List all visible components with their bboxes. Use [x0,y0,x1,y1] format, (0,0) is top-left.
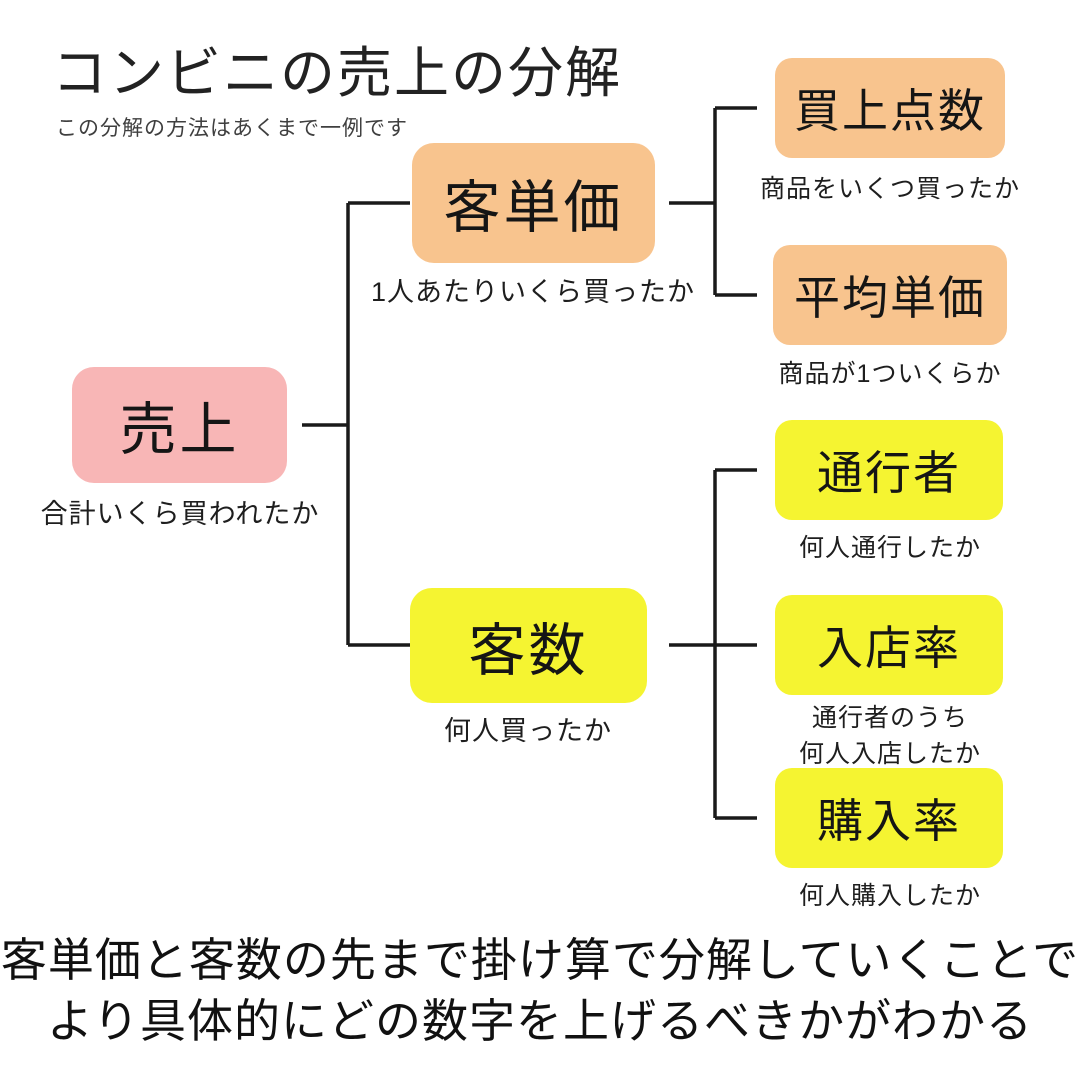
node-average-unit-price: 平均単価 [773,245,1007,345]
page-subtitle: この分解の方法はあくまで一例です [56,117,408,140]
node-passersby-caption: 何人通行したか [798,534,981,562]
node-items-purchased-label: 買上点数 [794,85,986,137]
node-passersby-label: 通行者 [817,447,961,499]
node-sales-label: 売上 [119,398,240,462]
node-passersby: 通行者 [775,420,1003,520]
node-purchase-rate-caption: 何人購入したか [798,882,981,910]
footer-explanation: 客単価と客数の先まで掛け算で分解していくことで より具体的にどの数字を上げるべき… [0,930,1080,1052]
node-entry-rate-caption-line1: 通行者のうち [811,704,968,732]
node-purchase-rate-label: 購入率 [817,795,961,847]
node-sales: 売上 [72,367,287,483]
footer-line1: 客単価と客数の先まで掛け算で分解していくことで [0,934,1080,986]
node-entry-rate-caption-line2: 何人入店したか [798,740,981,768]
node-entry-rate-caption: 通行者のうち 何人入店したか [710,700,1070,772]
node-items-purchased-caption: 商品をいくつ買ったか [759,175,1020,203]
node-per-customer-spend-caption: 1人あたりいくら買ったか [370,277,695,307]
node-customer-count-caption: 何人買ったか [444,716,612,746]
node-entry-rate: 入店率 [775,595,1003,695]
node-average-unit-price-caption: 商品が1ついくらか [778,360,1002,388]
node-purchase-rate: 購入率 [775,768,1003,868]
node-customer-count-label: 客数 [468,618,589,683]
node-per-customer-spend-label: 客単価 [443,176,624,240]
footer-line2: より具体的にどの数字を上げるべきかがわかる [46,995,1034,1047]
node-items-purchased: 買上点数 [775,58,1005,158]
node-average-unit-price-label: 平均単価 [794,272,986,324]
node-customer-count: 客数 [410,588,647,703]
node-per-customer-spend: 客単価 [412,143,655,263]
connector-sales-branch [302,201,410,647]
node-entry-rate-label: 入店率 [817,622,961,674]
page-title: コンビニの売上の分解 [52,42,623,104]
node-sales-caption: 合計いくら買われたか [40,499,320,529]
